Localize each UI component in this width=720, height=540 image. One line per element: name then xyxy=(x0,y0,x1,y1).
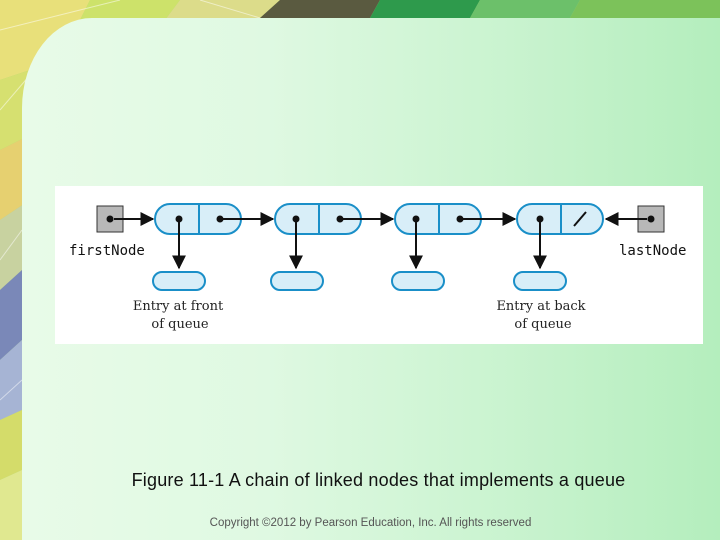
last-node-pointer-dot xyxy=(647,215,655,223)
last-node-label: lastNode xyxy=(619,243,686,259)
back-entry-label-2: of queue xyxy=(514,317,572,332)
front-entry-label-2: of queue xyxy=(151,317,209,332)
figure-caption: Figure 11-1 A chain of linked nodes that… xyxy=(131,470,626,490)
entry-2 xyxy=(270,271,324,291)
first-node-label: firstNode xyxy=(69,243,145,259)
figure-linked-chain: firstNode lastNode xyxy=(55,186,703,344)
first-node-pointer-dot xyxy=(106,215,114,223)
entry-3 xyxy=(391,271,445,291)
node-4 xyxy=(516,203,604,235)
chain-diagram: firstNode lastNode xyxy=(69,203,686,332)
back-entry-label-1: Entry at back xyxy=(496,299,585,314)
entry-4 xyxy=(513,271,567,291)
copyright-notice: Copyright ©2012 by Pearson Education, In… xyxy=(209,517,532,529)
front-entry-label-1: Entry at front xyxy=(133,299,224,314)
entry-1 xyxy=(152,271,206,291)
